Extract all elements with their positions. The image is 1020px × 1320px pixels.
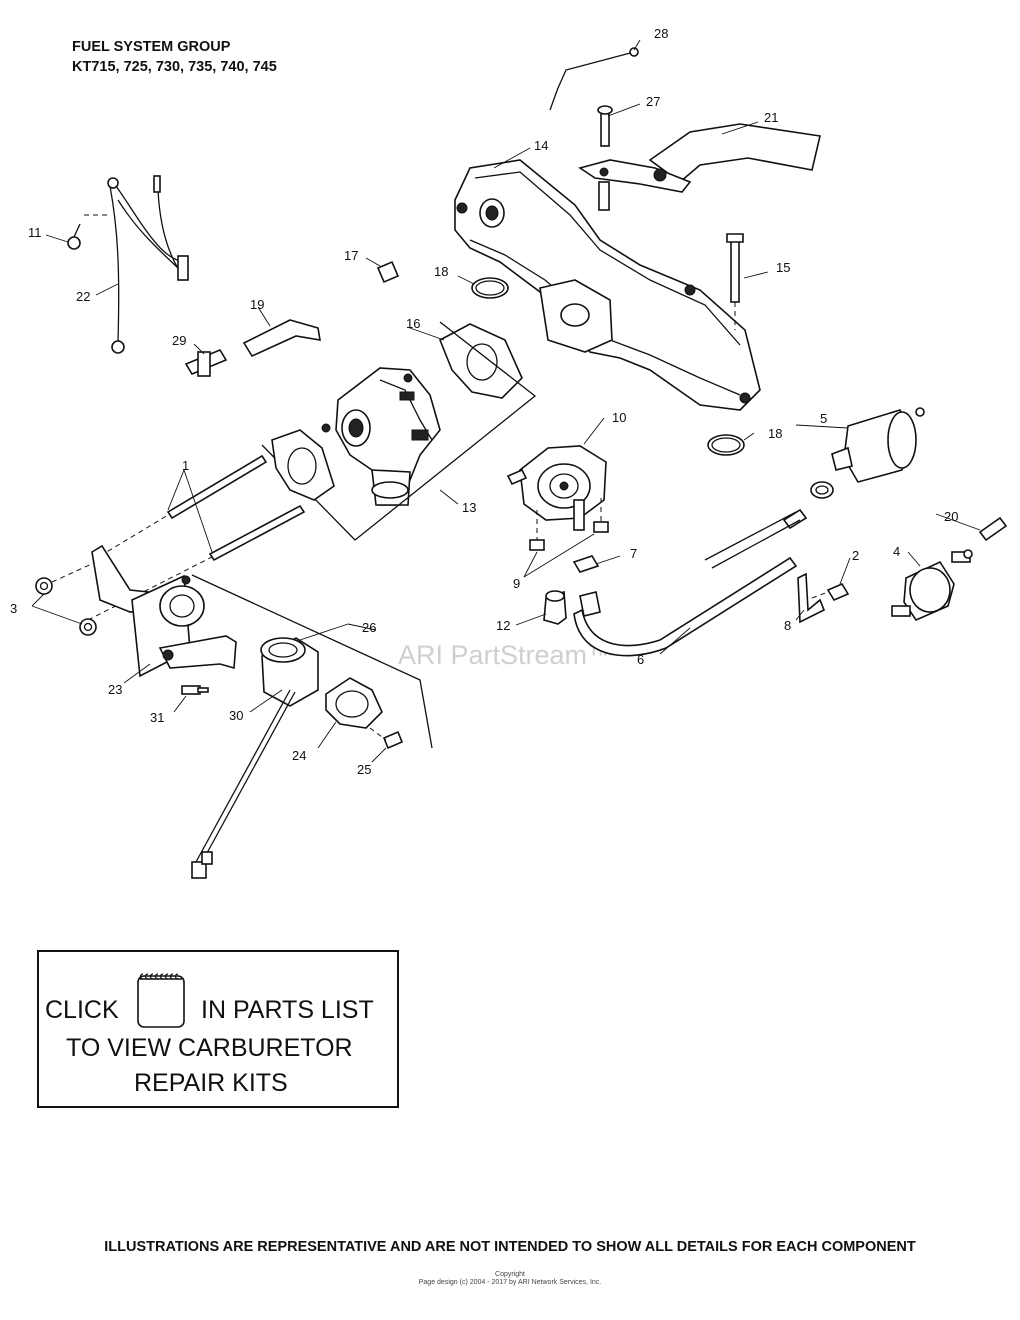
callout-27: 27 — [646, 94, 660, 109]
part-10-fuel-pump[interactable] — [506, 445, 607, 531]
watermark: ARI PartStream™ — [398, 640, 614, 670]
callout-2: 2 — [852, 548, 859, 563]
callout-22: 22 — [76, 289, 90, 304]
callout-5: 5 — [820, 411, 827, 426]
kit-line-2: TO VIEW CARBURETOR — [66, 1034, 353, 1062]
kit-click-label: CLICK — [45, 996, 119, 1024]
exploded-parts-diagram: ARI PartStream™ — [10, 26, 1008, 879]
part-11-screw[interactable] — [67, 223, 81, 250]
callout-6: 6 — [637, 652, 644, 667]
part-27-pin[interactable] — [597, 105, 613, 147]
carburetor-kit-notice: CLICK IN PARTS LIST TO VIEW CARBURETOR R… — [37, 950, 399, 1108]
notebook-icon — [137, 970, 185, 1028]
part-22-wire-harness[interactable] — [84, 175, 189, 354]
part-23-bracket[interactable] — [91, 544, 237, 678]
part-15-bolt[interactable] — [726, 233, 744, 330]
part-30-solenoid[interactable] — [191, 637, 319, 879]
part-25-screw[interactable] — [369, 727, 404, 750]
part-29-fitting[interactable] — [184, 348, 228, 377]
part-16-gasket[interactable] — [438, 323, 523, 399]
callout-26: 26 — [362, 620, 376, 635]
part-18-gasket-right[interactable] — [707, 434, 745, 456]
kit-line-3: REPAIR KITS — [134, 1069, 288, 1097]
callout-3: 3 — [10, 601, 17, 616]
callout-21: 21 — [764, 110, 778, 125]
part-14-intake-manifold[interactable] — [454, 159, 761, 411]
callout-23: 23 — [108, 682, 122, 697]
callout-15: 15 — [776, 260, 790, 275]
hose-clamp-fitting[interactable] — [810, 481, 834, 499]
title-line-1: FUEL SYSTEM GROUP — [72, 39, 231, 55]
part-21-lever[interactable] — [578, 123, 821, 211]
copyright-line-1: Copyright — [495, 1271, 525, 1278]
callout-19: 19 — [250, 297, 264, 312]
callout-9: 9 — [513, 576, 520, 591]
part-6-fuel-hose[interactable] — [573, 508, 808, 657]
callout-7: 7 — [630, 546, 637, 561]
disclaimer: ILLUSTRATIONS ARE REPRESENTATIVE AND ARE… — [104, 1239, 916, 1255]
part-3-nut-bottom[interactable] — [79, 618, 97, 636]
callout-10: 10 — [612, 410, 626, 425]
callout-18a: 18 — [434, 264, 448, 279]
callout-11: 11 — [28, 225, 42, 240]
part-9-screws[interactable] — [529, 498, 609, 551]
callout-25: 25 — [357, 762, 371, 777]
kit-in-parts-list-label: IN PARTS LIST — [201, 996, 374, 1024]
callout-12: 12 — [496, 618, 510, 633]
callout-16: 16 — [406, 316, 420, 331]
part-3-nut-top[interactable] — [35, 561, 97, 595]
copyright-line-2: Page design (c) 2004 - 2017 by ARI Netwo… — [418, 1279, 602, 1286]
part-7-clamp[interactable] — [572, 555, 600, 573]
leader-lines — [31, 39, 981, 763]
part-1-studs[interactable] — [87, 454, 306, 621]
callout-30: 30 — [229, 708, 243, 723]
callout-14: 14 — [534, 138, 548, 153]
part-24-gasket[interactable] — [325, 677, 383, 729]
callout-18b: 18 — [768, 426, 782, 441]
part-20-pin[interactable] — [978, 516, 1008, 542]
callout-1: 1 — [182, 458, 189, 473]
part-26-group-outline — [191, 574, 433, 749]
part-28-rod[interactable] — [549, 47, 639, 111]
callout-20: 20 — [944, 509, 958, 524]
carburetor-gasket[interactable] — [271, 429, 335, 501]
callout-8: 8 — [784, 618, 791, 633]
callout-24: 24 — [292, 748, 306, 763]
title-line-2: KT715, 725, 730, 735, 740, 745 — [72, 59, 277, 75]
callout-28: 28 — [654, 26, 668, 41]
callout-labels: 28 27 21 14 15 11 17 18 16 19 29 22 13 1… — [10, 26, 958, 777]
callout-4: 4 — [893, 544, 900, 559]
part-31-screw[interactable] — [181, 685, 209, 695]
part-19-hose[interactable] — [242, 319, 321, 358]
callout-29: 29 — [172, 333, 186, 348]
callout-31: 31 — [150, 710, 164, 725]
part-17-bushing[interactable] — [376, 260, 400, 284]
part-5-fuel-filter[interactable] — [831, 407, 925, 483]
part-18-gasket-top[interactable] — [471, 277, 509, 299]
callout-17: 17 — [344, 248, 358, 263]
part-8-clip[interactable] — [797, 572, 826, 624]
diagram-title: FUEL SYSTEM GROUP KT715, 725, 730, 735, … — [72, 37, 277, 77]
part-12-elbow-fitting[interactable] — [543, 590, 567, 625]
part-2-screw[interactable] — [811, 582, 850, 602]
part-4-inline-filter[interactable] — [891, 549, 973, 622]
callout-13: 13 — [462, 500, 476, 515]
